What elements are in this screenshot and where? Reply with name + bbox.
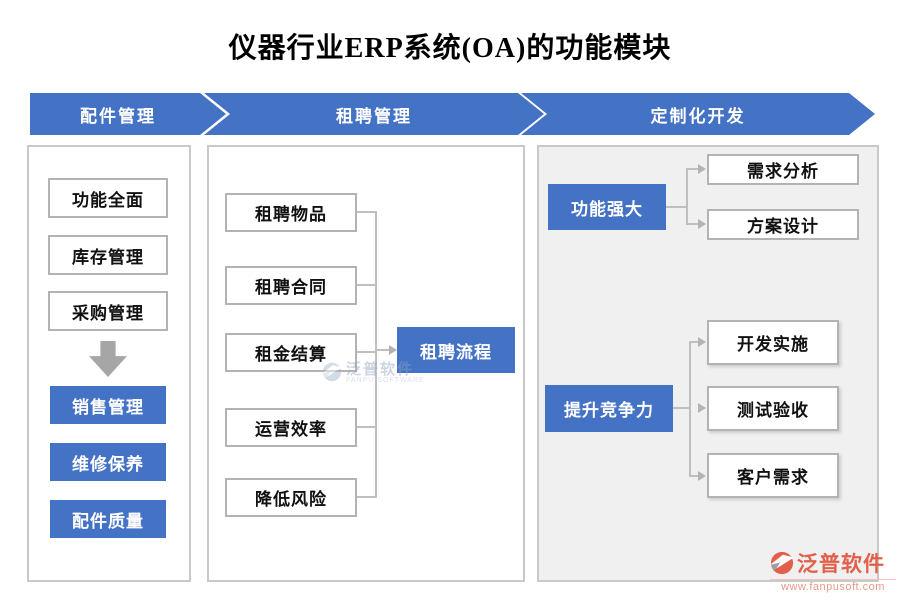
fanpu-logo-url: www.fanpusoft.com — [770, 579, 896, 593]
header-arrow-label: 定制化开发 — [650, 106, 746, 126]
connector-line — [689, 341, 691, 477]
connector-arrowhead-icon — [698, 471, 706, 481]
fanpu-logo-icon — [770, 551, 794, 575]
node-rental-contract: 租聘合同 — [225, 266, 357, 305]
fanpu-logo: 泛普软件 www.fanpusoft.com — [770, 548, 896, 593]
watermark-subtext: FANPU SOFTWARE — [346, 377, 425, 384]
connector-line — [691, 475, 698, 477]
node-development-implementation: 开发实施 — [707, 320, 839, 365]
node-risk-reduction: 降低风险 — [225, 478, 357, 517]
connector-line — [688, 168, 698, 170]
node-operational-efficiency: 运营效率 — [225, 408, 357, 447]
node-rent-settlement: 租金结算 — [225, 333, 357, 372]
node-customer-requirements: 客户需求 — [707, 453, 839, 498]
connector-line — [666, 206, 688, 208]
watermark-icon — [322, 362, 342, 382]
connector-line — [357, 211, 377, 213]
fanpu-logo-text: 泛普软件 — [797, 552, 885, 576]
connector-arrowhead-icon — [698, 164, 706, 174]
connector-arrowhead-icon — [389, 345, 397, 355]
node-powerful-functions: 功能强大 — [548, 184, 666, 230]
page-title: 仪器行业ERP系统(OA)的功能模块 — [228, 33, 672, 64]
connector-line — [673, 407, 691, 409]
connector-line — [357, 284, 377, 286]
header-arrow-rental-management: 租聘管理 — [204, 93, 544, 135]
connector-line — [375, 211, 377, 498]
node-solution-design: 方案设计 — [707, 209, 859, 240]
node-test-acceptance: 测试验收 — [707, 386, 839, 431]
connector-arrowhead-icon — [698, 403, 706, 413]
connector-line — [686, 168, 688, 225]
watermark-text: 泛普软件 — [346, 361, 415, 378]
node-comprehensive-functions: 功能全面 — [48, 178, 168, 218]
connector-line — [357, 496, 377, 498]
connector-line — [357, 426, 377, 428]
node-parts-quality: 配件质量 — [50, 500, 166, 538]
connector-line — [357, 351, 377, 353]
node-rental-process: 租聘流程 — [397, 327, 515, 373]
connector-line — [377, 349, 390, 351]
header-arrow-custom-development: 定制化开发 — [521, 93, 875, 135]
node-sales-management: 销售管理 — [50, 386, 166, 424]
connector-line — [691, 341, 698, 343]
connector-arrowhead-icon — [698, 337, 706, 347]
node-enhance-competitiveness: 提升竞争力 — [545, 385, 673, 432]
connector-line — [688, 223, 698, 225]
header-arrow-parts-management: 配件管理 — [30, 93, 226, 135]
node-rental-items: 租聘物品 — [225, 193, 357, 232]
header-arrow-label: 配件管理 — [80, 106, 156, 126]
center-watermark: 泛普软件 FANPU SOFTWARE — [322, 362, 425, 384]
connector-arrowhead-icon — [698, 219, 706, 229]
node-maintenance: 维修保养 — [50, 443, 166, 481]
node-procurement-management: 采购管理 — [48, 291, 168, 331]
header-arrow-label: 租聘管理 — [336, 106, 412, 126]
node-requirement-analysis: 需求分析 — [707, 154, 859, 185]
node-inventory-management: 库存管理 — [48, 235, 168, 275]
